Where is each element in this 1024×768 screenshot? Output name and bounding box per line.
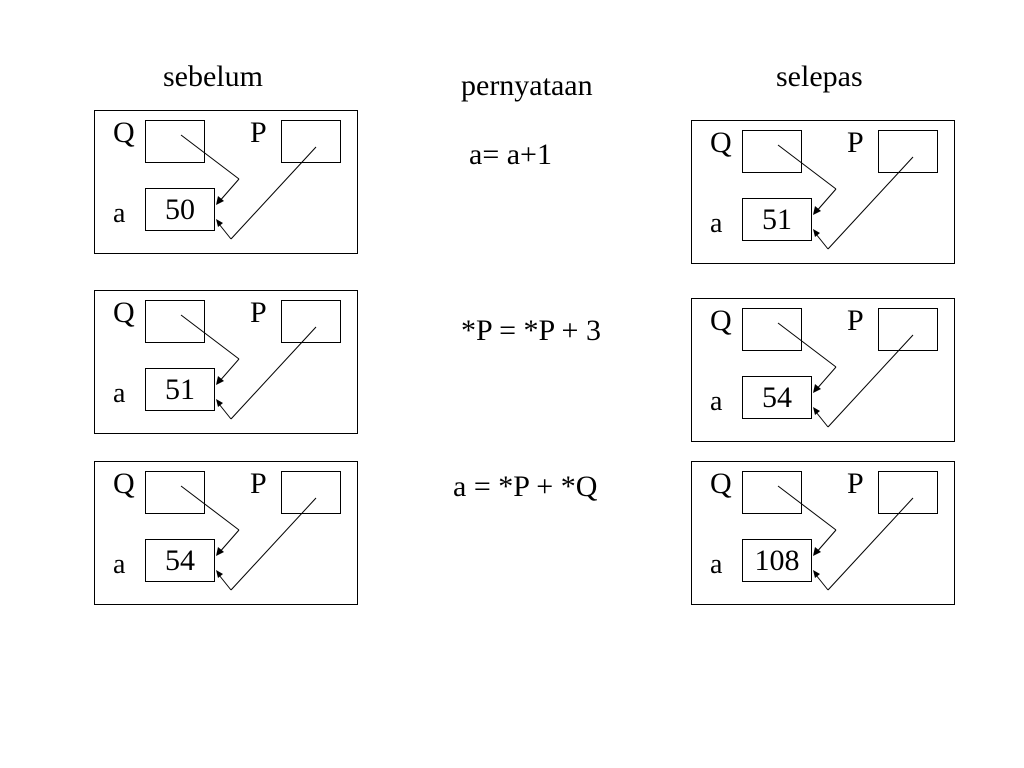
q-arrowhead (216, 196, 224, 205)
p-arrowhead (216, 399, 223, 407)
p-arrowhead (813, 407, 820, 415)
p-pointer-line (218, 574, 232, 591)
p-pointer-line (827, 156, 914, 250)
q-arrowhead (813, 384, 821, 393)
label-a: a (710, 386, 723, 417)
value-cell-a: 54 (145, 539, 215, 582)
label-q: Q (710, 304, 732, 337)
statement-3: a = *P + *Q (453, 470, 598, 503)
pointer-cell-p (281, 471, 341, 514)
p-pointer-line (230, 326, 317, 420)
p-arrowhead (216, 219, 223, 227)
label-q: Q (710, 126, 732, 159)
pointer-cell-p (878, 130, 938, 173)
label-q: Q (113, 467, 135, 500)
label-p: P (250, 116, 267, 149)
frame-after-3: Q P a 108 (691, 461, 955, 605)
label-a: a (710, 549, 723, 580)
label-q: Q (113, 296, 135, 329)
p-pointer-line (218, 223, 232, 240)
pointer-cell-q (145, 471, 205, 514)
pointer-arrows (777, 485, 914, 591)
p-pointer-line (815, 411, 829, 428)
q-pointer-line (180, 314, 240, 360)
pointer-cell-q (742, 130, 802, 173)
pointer-cell-q (742, 308, 802, 351)
pointer-arrows (777, 144, 914, 250)
pointer-cell-p (878, 471, 938, 514)
q-pointer-line (777, 144, 837, 190)
pointer-arrows (777, 322, 914, 428)
pointer-cell-p (878, 308, 938, 351)
pointer-cell-q (145, 300, 205, 343)
p-pointer-line (815, 574, 829, 591)
pointer-cell-q (145, 120, 205, 163)
p-pointer-line (827, 497, 914, 591)
frame-after-2: Q P a 54 (691, 298, 955, 442)
p-pointer-line (815, 233, 829, 250)
p-pointer-line (230, 146, 317, 240)
label-p: P (847, 467, 864, 500)
q-pointer-line (777, 485, 837, 531)
label-p: P (847, 304, 864, 337)
pointer-cell-q (742, 471, 802, 514)
q-pointer-line (180, 485, 240, 531)
p-arrowhead (813, 570, 820, 578)
frame-after-1: Q P a 51 (691, 120, 955, 264)
p-pointer-line (230, 497, 317, 591)
value-cell-a: 51 (145, 368, 215, 411)
frame-before-3: Q P a 54 (94, 461, 358, 605)
pointer-arrows (180, 134, 317, 240)
q-arrowhead (813, 547, 821, 556)
p-pointer-line (827, 334, 914, 428)
label-a: a (113, 198, 126, 229)
p-arrowhead (216, 570, 223, 578)
statement-2: *P = *P + 3 (461, 314, 601, 347)
label-p: P (250, 467, 267, 500)
value-cell-a: 50 (145, 188, 215, 231)
frame-before-2: Q P a 51 (94, 290, 358, 434)
label-a: a (113, 378, 126, 409)
p-arrowhead (813, 229, 820, 237)
label-a: a (710, 208, 723, 239)
q-arrowhead (216, 547, 224, 556)
pointer-cell-p (281, 120, 341, 163)
p-pointer-line (218, 403, 232, 420)
value-cell-a: 108 (742, 539, 812, 582)
label-a: a (113, 549, 126, 580)
q-arrowhead (813, 206, 821, 215)
label-p: P (250, 296, 267, 329)
q-arrowhead (216, 376, 224, 385)
label-p: P (847, 126, 864, 159)
frame-before-1: Q P a 50 (94, 110, 358, 254)
q-pointer-line (180, 134, 240, 180)
value-cell-a: 51 (742, 198, 812, 241)
heading-after: selepas (776, 60, 863, 93)
q-pointer-line (777, 322, 837, 368)
heading-statement: pernyataan (461, 69, 593, 102)
statement-1: a= a+1 (469, 138, 552, 171)
label-q: Q (710, 467, 732, 500)
heading-before: sebelum (163, 60, 263, 93)
value-cell-a: 54 (742, 376, 812, 419)
pointer-cell-p (281, 300, 341, 343)
pointer-arrows (180, 314, 317, 420)
label-q: Q (113, 116, 135, 149)
pointer-arrows (180, 485, 317, 591)
